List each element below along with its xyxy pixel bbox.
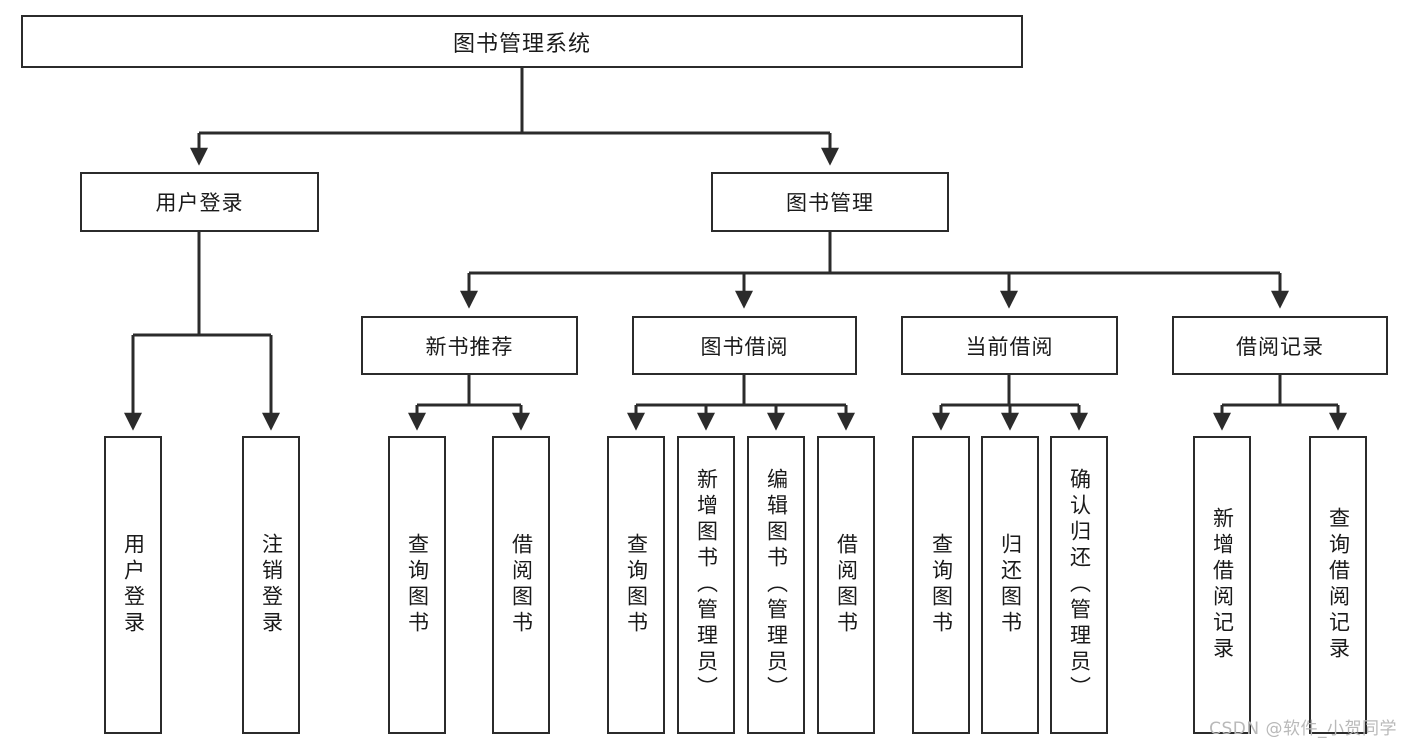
leaf-new-book-borrow[interactable]: 借阅图书 [492,436,550,734]
leaf-label: 查询借阅记录 [1326,507,1351,663]
leaf-current-confirm-return[interactable]: 确认归还（管理员） [1050,436,1108,734]
node-label: 借阅记录 [1236,334,1324,359]
leaf-borrow-add-book[interactable]: 新增图书（管理员） [677,436,735,734]
leaf-label: 编辑图书（管理员） [764,468,789,702]
leaf-label: 确认归还（管理员） [1067,468,1092,702]
leaf-label: 新增借阅记录 [1210,507,1235,663]
leaf-record-add[interactable]: 新增借阅记录 [1193,436,1251,734]
leaf-current-query-book[interactable]: 查询图书 [912,436,970,734]
leaf-user-login-logout[interactable]: 注销登录 [242,436,300,734]
node-label: 图书管理系统 [452,31,591,57]
leaf-current-return-book[interactable]: 归还图书 [981,436,1039,734]
leaf-label: 查询图书 [929,533,954,637]
node-label: 图书管理 [786,191,874,215]
leaf-label: 新增图书（管理员） [694,468,719,702]
node-root-system[interactable]: 图书管理系统 [21,15,1023,68]
node-book-management[interactable]: 图书管理 [711,172,949,232]
leaf-borrow-borrow-book[interactable]: 借阅图书 [817,436,875,734]
leaf-borrow-edit-book[interactable]: 编辑图书（管理员） [747,436,805,734]
leaf-label: 用户登录 [121,533,146,637]
leaf-label: 查询图书 [624,533,649,637]
leaf-user-login-login[interactable]: 用户登录 [104,436,162,734]
node-current-borrow[interactable]: 当前借阅 [901,316,1118,375]
leaf-new-book-query[interactable]: 查询图书 [388,436,446,734]
leaf-borrow-query-book[interactable]: 查询图书 [607,436,665,734]
node-new-book-recommend[interactable]: 新书推荐 [361,316,578,375]
node-label: 图书借阅 [700,334,789,359]
leaf-label: 查询图书 [405,533,430,637]
node-label: 当前借阅 [965,334,1054,359]
node-user-login[interactable]: 用户登录 [80,172,319,232]
watermark: CSDN @软件_小贺同学 [1209,719,1397,739]
node-book-borrow[interactable]: 图书借阅 [632,316,857,375]
leaf-label: 归还图书 [998,533,1023,637]
node-label: 用户登录 [155,191,244,215]
node-borrow-record[interactable]: 借阅记录 [1172,316,1388,375]
leaf-label: 借阅图书 [509,533,534,637]
node-label: 新书推荐 [425,334,514,359]
leaf-label: 注销登录 [259,533,284,637]
leaf-record-query[interactable]: 查询借阅记录 [1309,436,1367,734]
leaf-label: 借阅图书 [834,533,859,637]
